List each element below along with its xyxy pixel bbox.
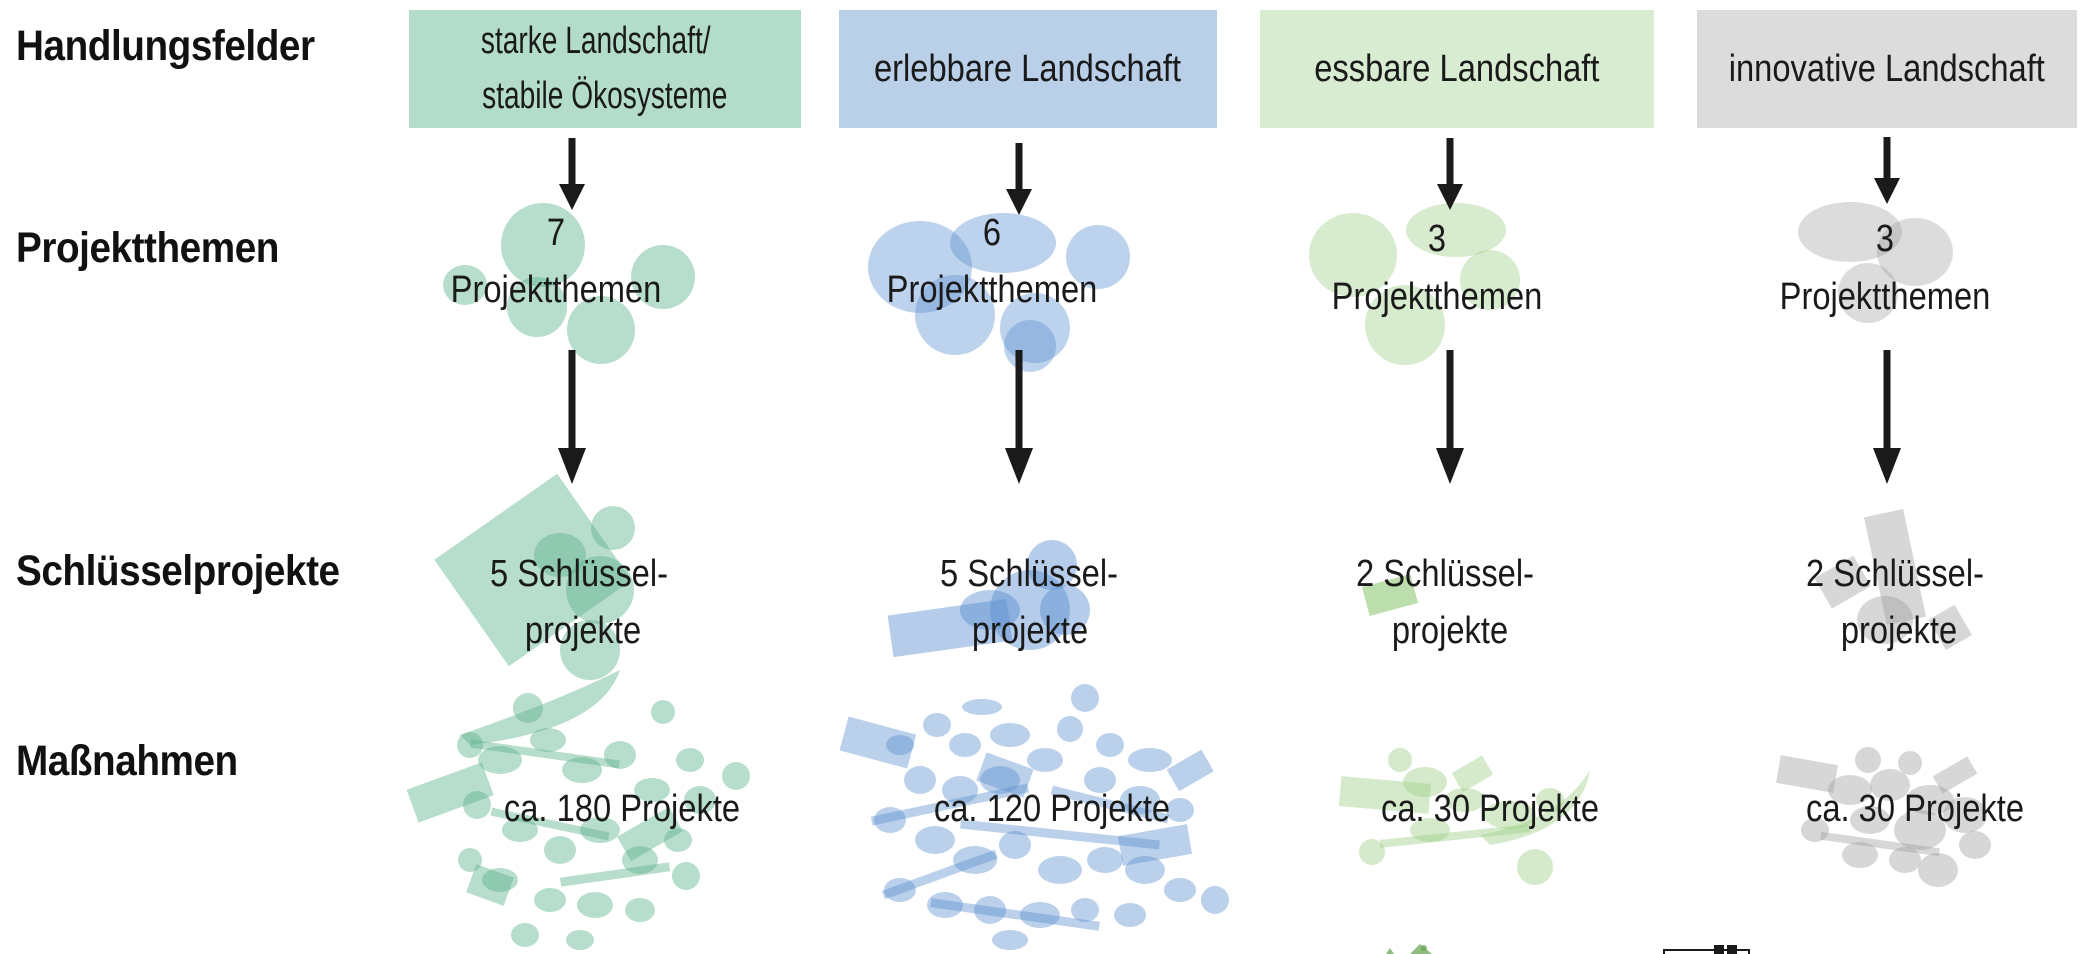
schluesselprojekte-cluster-gray [1814,509,1972,651]
schluessel-line1-1: 5 Schlüssel- [489,553,669,595]
schluesselprojekte-cluster-lightgreen [1361,574,1419,616]
massnahmen-cluster-blue [839,684,1229,950]
themen-label-2: Projektthemen [886,269,1098,311]
massnahmen-cluster-green [406,670,750,950]
schluessel-line2-4: projekte [1840,610,1958,652]
schluessel-line1-3: 2 Schlüssel- [1355,553,1535,595]
massnahmen-label-3: ca. 30 Projekte [1381,788,1599,830]
row-label-schluesselprojekte: Schlüsselprojekte [16,547,340,595]
projektthemen-cluster-blue [868,213,1130,372]
field-label-line2: stabile Ökosysteme [482,75,728,117]
field-label: essbare Landschaft [1314,47,1600,90]
row-label-handlungsfelder: Handlungsfelder [16,22,315,70]
schluesselprojekte-cluster-green [434,473,635,680]
field-box-essbare-landschaft: essbare Landschaft [1260,10,1654,128]
projektthemen-cluster-lightgreen [1309,203,1520,365]
massnahmen-label-1: ca. 180 Projekte [503,788,741,830]
schluessel-line2-3: projekte [1391,610,1509,652]
massnahmen-label-2: ca. 120 Projekte [933,788,1171,830]
schluessel-line2-2: projekte [971,610,1089,652]
field-label: erlebbare Landschaft [874,47,1182,90]
themen-count-1: 7 [546,212,566,254]
massnahmen-cluster-lightgreen [1338,748,1590,885]
schluesselprojekte-cluster-blue [887,540,1090,658]
projektthemen-cluster-gray [1798,202,1953,323]
field-box-innovative-landschaft: innovative Landschaft [1697,10,2077,128]
field-label-line1: starke Landschaft/ [481,20,711,62]
field-box-erlebbare-landschaft: erlebbare Landschaft [839,10,1217,128]
themen-count-4: 3 [1875,218,1895,260]
field-box-starke-landschaft: starke Landschaft/stabile Ökosysteme [409,10,801,128]
schluessel-line2-1: projekte [524,610,642,652]
bottom-cutoff-box [1663,945,1750,954]
themen-label-1: Projektthemen [450,269,662,311]
bottom-cutoff-marks [1386,944,1432,954]
arrows-row2 [558,350,1901,484]
themen-label-3: Projektthemen [1331,276,1543,318]
row-label-massnahmen: Maßnahmen [16,737,238,785]
field-label: innovative Landschaft [1728,47,2046,90]
schluessel-line1-4: 2 Schlüssel- [1805,553,1985,595]
themen-label-4: Projektthemen [1779,276,1991,318]
themen-count-2: 6 [982,212,1002,254]
projektthemen-cluster-green [443,203,695,364]
themen-count-3: 3 [1427,218,1447,260]
row-label-projektthemen: Projektthemen [16,224,279,272]
arrows-row1 [559,137,1900,215]
massnahmen-cluster-gray [1776,747,1991,887]
schluessel-line1-2: 5 Schlüssel- [939,553,1119,595]
massnahmen-label-4: ca. 30 Projekte [1806,788,2024,830]
